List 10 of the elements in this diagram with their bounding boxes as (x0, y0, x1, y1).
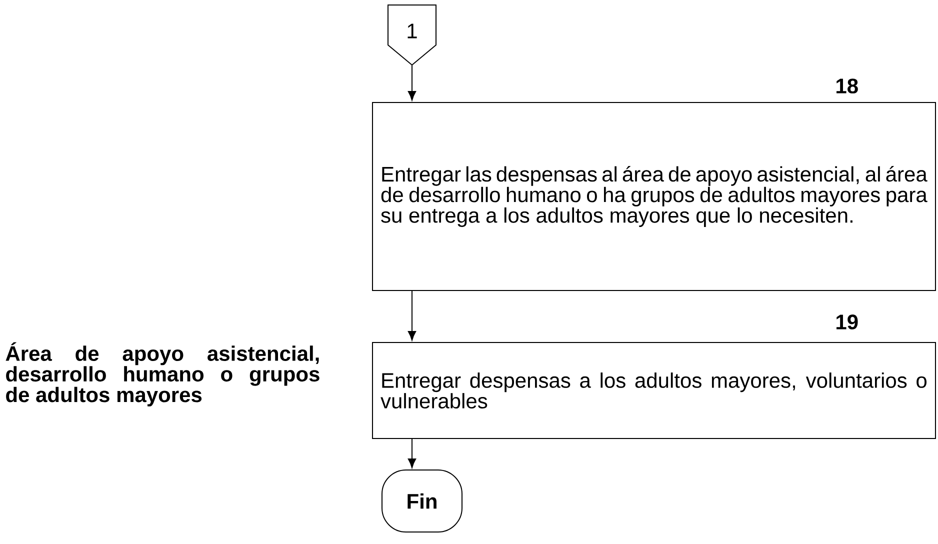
arrow (408, 290, 416, 341)
offpage-connector: 1 (388, 4, 436, 66)
role-label: Área de apoyo asistencial, desarrollo humano o grupos de adultos mayores (6, 342, 320, 406)
arrow (408, 438, 416, 468)
process-box: Entregar las despensas al área de apoyo asistencial, al área de desarrollo humano o ha grupos de adultos mayores para su entrega a los adultos mayores que lo necesiten. (372, 102, 936, 291)
step-number: 18 (836, 78, 858, 94)
arrow (408, 64, 416, 101)
step-number: 19 (836, 314, 858, 330)
process-box: Entregar despensas a los adultos mayores, voluntarios o vulnerables (372, 342, 936, 439)
terminator-box: Fin (382, 470, 462, 532)
